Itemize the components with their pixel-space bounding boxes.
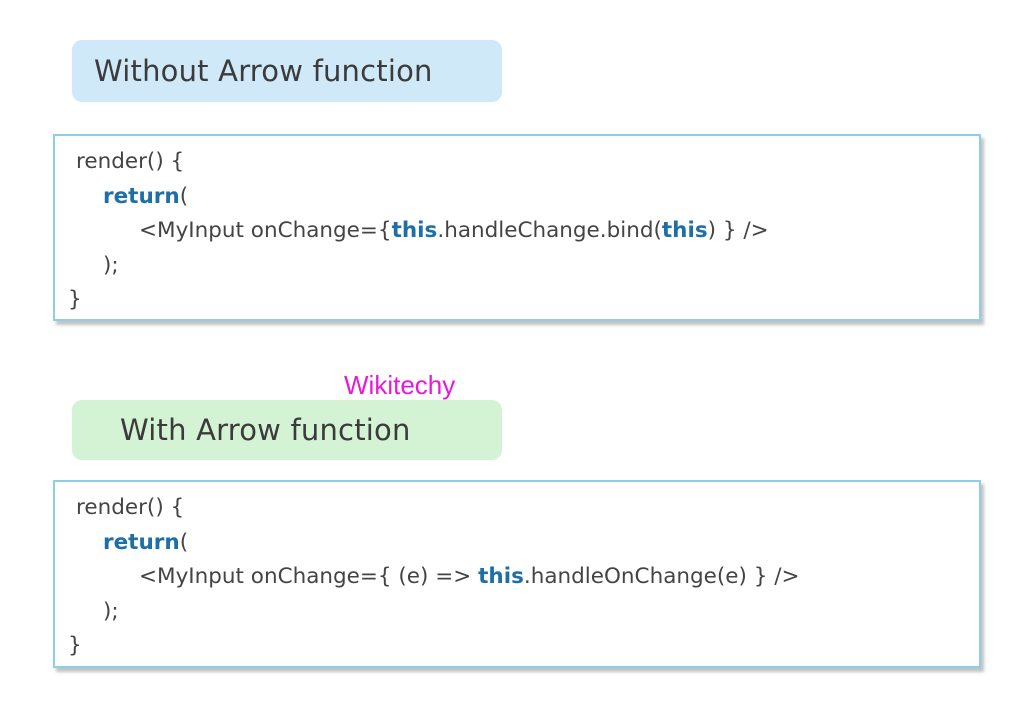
code-line: ); [103,595,1024,630]
keyword-this: this [391,218,438,243]
code-line: return( [103,526,1024,561]
code-text: ( [179,183,189,209]
code-text: .handleChange.bind( [437,218,662,243]
without-arrow-title: Without Arrow function [94,54,433,88]
code-line: } [68,629,992,664]
code-text: <MyInput onChange={ (e) => [139,564,479,589]
code-text: ); [103,252,119,278]
code-text: } [68,287,82,312]
wikitechy-watermark: Wikitechy [344,370,456,400]
code-text: ( [179,529,189,555]
code-line: render() { [76,145,1000,180]
with-arrow-heading: With Arrow function [72,400,502,460]
keyword-this: this [661,218,708,243]
without-arrow-heading: Without Arrow function [72,40,502,102]
keyword-return: return [103,183,180,209]
code-text: ); [103,598,119,624]
keyword-return: return [103,529,180,555]
code-text: render() { [76,149,185,174]
without-arrow-code-block: render() { return( <MyInput onChange={th… [53,134,981,321]
with-arrow-code-block: render() { return( <MyInput onChange={ (… [53,480,981,668]
code-line: return( [103,180,1024,215]
with-arrow-title: With Arrow function [120,413,411,447]
code-text: .handleOnChange(e) } /> [523,564,800,589]
code-text: } [68,633,82,658]
code-line: render() { [76,491,1000,526]
code-text: render() { [76,495,185,520]
code-line: } [68,283,992,318]
code-text: <MyInput onChange={ [139,218,392,243]
code-line: ); [103,249,1024,284]
code-line: <MyInput onChange={ (e) => this.handleOn… [139,560,1024,595]
code-text: ) } /> [707,218,769,243]
code-line: <MyInput onChange={this.handleChange.bin… [139,214,1024,249]
keyword-this: this [478,564,524,589]
